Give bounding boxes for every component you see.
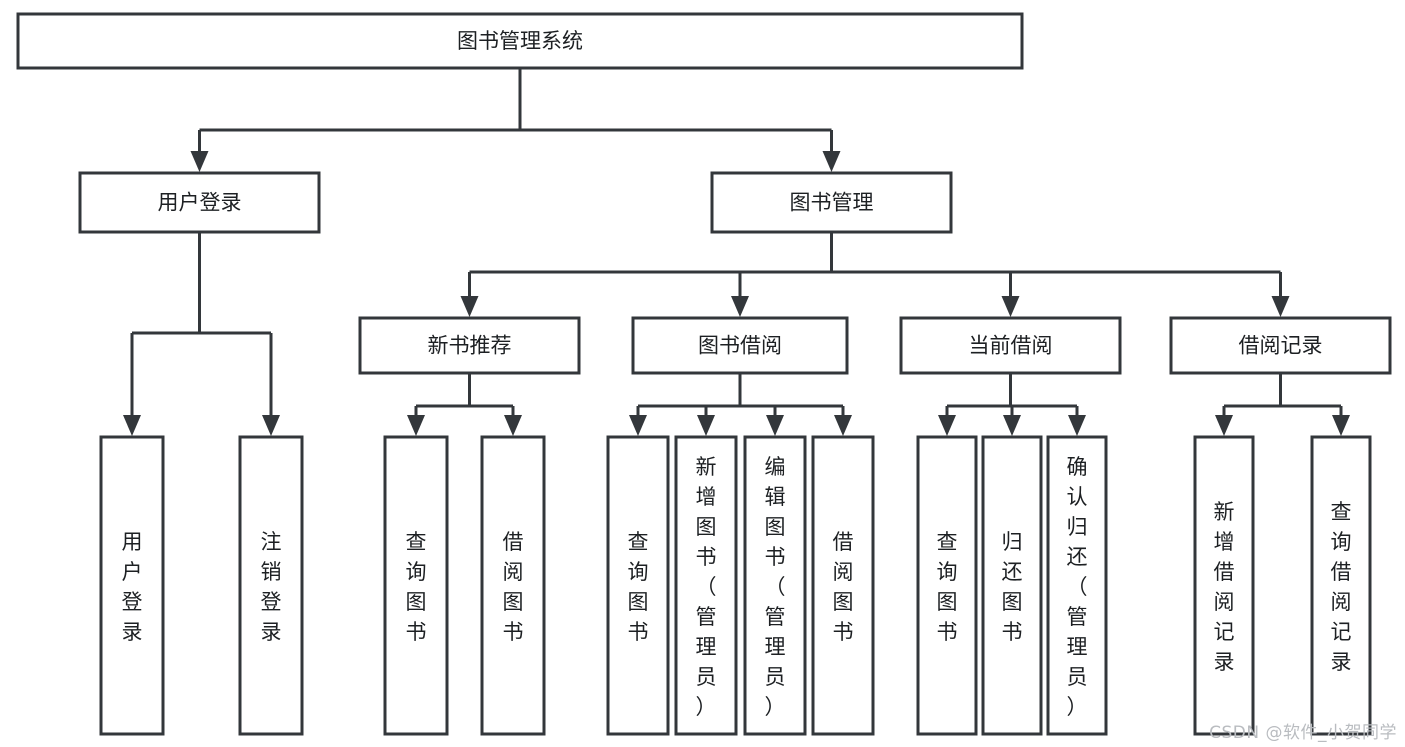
node-label: 借阅记录 xyxy=(1239,334,1323,358)
node-borrow[interactable]: 图书借阅 xyxy=(631,316,849,375)
node-box xyxy=(16,12,1024,70)
node-leaf-record-query[interactable]: 查询借阅记录 xyxy=(1310,435,1372,736)
arrow-head-icon xyxy=(938,415,956,436)
node-label: 新书推荐 xyxy=(428,334,512,358)
node-label: 确认归还（管理员） xyxy=(1067,455,1088,719)
node-label: 图书管理 xyxy=(790,191,874,215)
node-leaf-borrow-edit[interactable]: 编辑图书（管理员） xyxy=(743,435,807,736)
node-bookmgmt[interactable]: 图书管理 xyxy=(710,171,953,234)
node-leaf-borrow-lend[interactable]: 借阅图书 xyxy=(811,435,875,736)
node-box xyxy=(674,435,738,736)
node-records[interactable]: 借阅记录 xyxy=(1169,316,1392,375)
node-box xyxy=(981,435,1043,736)
node-leaf-record-add[interactable]: 新增借阅记录 xyxy=(1193,435,1255,736)
arrow-head-icon xyxy=(460,296,479,317)
arrow-head-icon xyxy=(822,151,841,172)
node-box xyxy=(916,435,978,736)
node-label: 查询借阅记录 xyxy=(1331,500,1352,674)
node-leaf-current-return[interactable]: 归还图书 xyxy=(981,435,1043,736)
node-leaf-borrow-query[interactable]: 查询图书 xyxy=(606,435,670,736)
arrow-head-icon xyxy=(1215,415,1233,436)
node-label: 借阅图书 xyxy=(833,530,854,644)
arrow-head-icon xyxy=(731,296,749,317)
arrow-head-icon xyxy=(1068,415,1086,436)
arrow-head-icon xyxy=(1271,296,1290,317)
node-box xyxy=(631,316,849,375)
node-box xyxy=(811,435,875,736)
arrow-head-icon xyxy=(262,415,280,436)
node-box xyxy=(1310,435,1372,736)
node-leaf-current-confirm[interactable]: 确认归还（管理员） xyxy=(1046,435,1108,736)
node-leaf-newbook-query[interactable]: 查询图书 xyxy=(383,435,449,736)
arrow-head-icon xyxy=(190,151,209,172)
connector-layer xyxy=(123,68,1350,436)
node-leaf-user-logout[interactable]: 注销登录 xyxy=(238,435,304,736)
node-root[interactable]: 图书管理系统 xyxy=(16,12,1024,70)
node-label: 编辑图书（管理员） xyxy=(765,455,786,719)
connector-group-current xyxy=(938,373,1086,436)
node-leaf-borrow-add[interactable]: 新增图书（管理员） xyxy=(674,435,738,736)
arrow-head-icon xyxy=(629,415,647,436)
node-box xyxy=(1046,435,1108,736)
arrow-head-icon xyxy=(834,415,852,436)
node-box xyxy=(1193,435,1255,736)
node-current[interactable]: 当前借阅 xyxy=(899,316,1122,375)
node-layer: 图书管理系统用户登录图书管理新书推荐图书借阅当前借阅借阅记录用户登录注销登录查询… xyxy=(16,12,1392,736)
node-box xyxy=(1169,316,1392,375)
arrow-head-icon xyxy=(1003,415,1021,436)
node-box xyxy=(358,316,581,375)
arrow-head-icon xyxy=(123,415,141,436)
connector-group-records xyxy=(1215,373,1350,436)
arrow-head-icon xyxy=(697,415,715,436)
arrow-head-icon xyxy=(504,415,522,436)
connector-group-bookmgmt xyxy=(460,232,1290,317)
node-box xyxy=(383,435,449,736)
node-label: 新增借阅记录 xyxy=(1214,500,1235,674)
node-label: 查询图书 xyxy=(937,530,958,644)
node-box xyxy=(743,435,807,736)
node-leaf-current-query[interactable]: 查询图书 xyxy=(916,435,978,736)
node-box xyxy=(99,435,165,736)
node-box xyxy=(710,171,953,234)
node-leaf-newbook-borrow[interactable]: 借阅图书 xyxy=(480,435,546,736)
node-label: 当前借阅 xyxy=(969,334,1053,358)
node-label: 图书管理系统 xyxy=(457,29,583,53)
node-label: 图书借阅 xyxy=(698,334,782,358)
connector-group-newbook xyxy=(407,373,522,436)
connector-group-root xyxy=(190,68,841,172)
node-label: 借阅图书 xyxy=(503,530,524,644)
node-label: 注销登录 xyxy=(261,530,282,644)
node-box xyxy=(899,316,1122,375)
connector-group-borrow xyxy=(629,373,852,436)
arrow-head-icon xyxy=(407,415,425,436)
node-leaf-user-login[interactable]: 用户登录 xyxy=(99,435,165,736)
node-label: 用户登录 xyxy=(122,530,143,644)
node-box xyxy=(480,435,546,736)
node-newbook[interactable]: 新书推荐 xyxy=(358,316,581,375)
node-label: 归还图书 xyxy=(1002,530,1023,644)
node-box xyxy=(238,435,304,736)
arrow-head-icon xyxy=(1332,415,1350,436)
node-label: 用户登录 xyxy=(158,191,242,215)
node-label: 查询图书 xyxy=(628,530,649,644)
connector-group-login xyxy=(123,232,280,436)
node-box xyxy=(606,435,670,736)
node-login[interactable]: 用户登录 xyxy=(78,171,321,234)
node-label: 新增图书（管理员） xyxy=(696,455,717,719)
arrow-head-icon xyxy=(766,415,784,436)
node-box xyxy=(78,171,321,234)
node-label: 查询图书 xyxy=(406,530,427,644)
arrow-head-icon xyxy=(1001,296,1020,317)
